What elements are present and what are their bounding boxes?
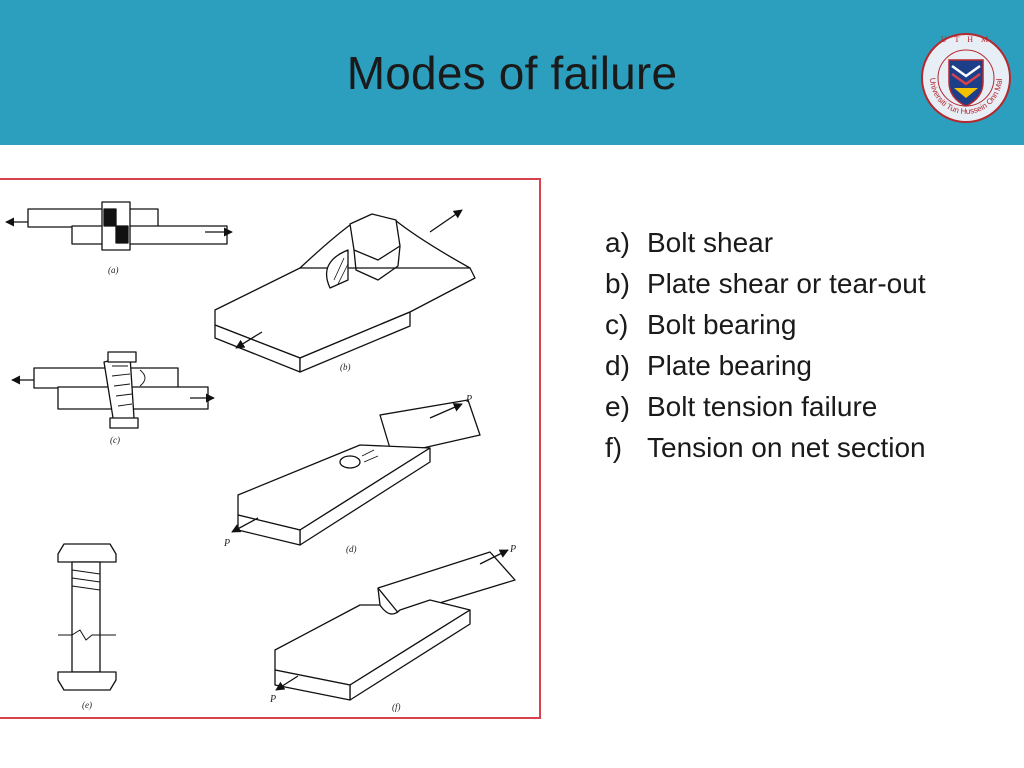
list-item: d) Plate bearing — [605, 345, 926, 386]
list-text: Bolt shear — [647, 227, 774, 258]
failure-modes-figure: (a) (c) (e) — [0, 178, 541, 719]
caption-c: (c) — [110, 435, 120, 445]
list-marker: b) — [605, 268, 630, 299]
list-text: Plate shear or tear-out — [647, 268, 926, 299]
caption-a: (a) — [108, 265, 119, 275]
caption-d: (d) — [346, 544, 357, 554]
university-logo: Universiti Tun Hussein Onn Malaysia U T … — [916, 26, 1011, 123]
list-text: Tension on net section — [647, 432, 926, 463]
list-item: e) Bolt tension failure — [605, 386, 926, 427]
diagram-bolt-tension: (e) — [57, 543, 117, 710]
title-bar: Modes of failure Universiti Tun Hussein … — [0, 0, 1024, 145]
logo-letters: U T H M — [941, 35, 991, 44]
list-text: Bolt tension failure — [647, 391, 878, 422]
caption-b: (b) — [340, 362, 351, 372]
list-item: f) Tension on net section — [605, 427, 926, 468]
list-marker: f) — [605, 432, 623, 463]
diagram-bolt-shear: (a) — [5, 201, 233, 275]
diagram-net-section: P P (f) — [269, 544, 516, 712]
list-item: b) Plate shear or tear-out — [605, 263, 926, 304]
slide-title: Modes of failure — [346, 47, 678, 99]
load-label-f-left: P — [269, 694, 276, 705]
list-item: c) Bolt bearing — [605, 304, 926, 345]
list-item: a) Bolt shear — [605, 222, 926, 263]
list-text: Plate bearing — [647, 350, 813, 381]
list-marker: a) — [605, 227, 630, 258]
diagram-plate-bearing: P P (d) — [223, 394, 481, 554]
caption-f: (f) — [392, 702, 401, 712]
load-label-f-right: P — [509, 544, 516, 555]
list-text: Bolt bearing — [647, 309, 797, 340]
diagram-bolt-bearing: (c) — [11, 351, 215, 445]
list-marker: e) — [605, 391, 630, 422]
failure-modes-list: a) Bolt shear b) Plate shear or tear-out c… — [605, 222, 926, 468]
load-label-d-left: P — [223, 538, 230, 549]
list-marker: d) — [605, 350, 630, 381]
caption-e: (e) — [82, 700, 92, 710]
list-marker: c) — [605, 309, 629, 340]
diagram-plate-tear-out: (b) — [214, 209, 476, 373]
load-label-d-right: P — [465, 394, 472, 405]
